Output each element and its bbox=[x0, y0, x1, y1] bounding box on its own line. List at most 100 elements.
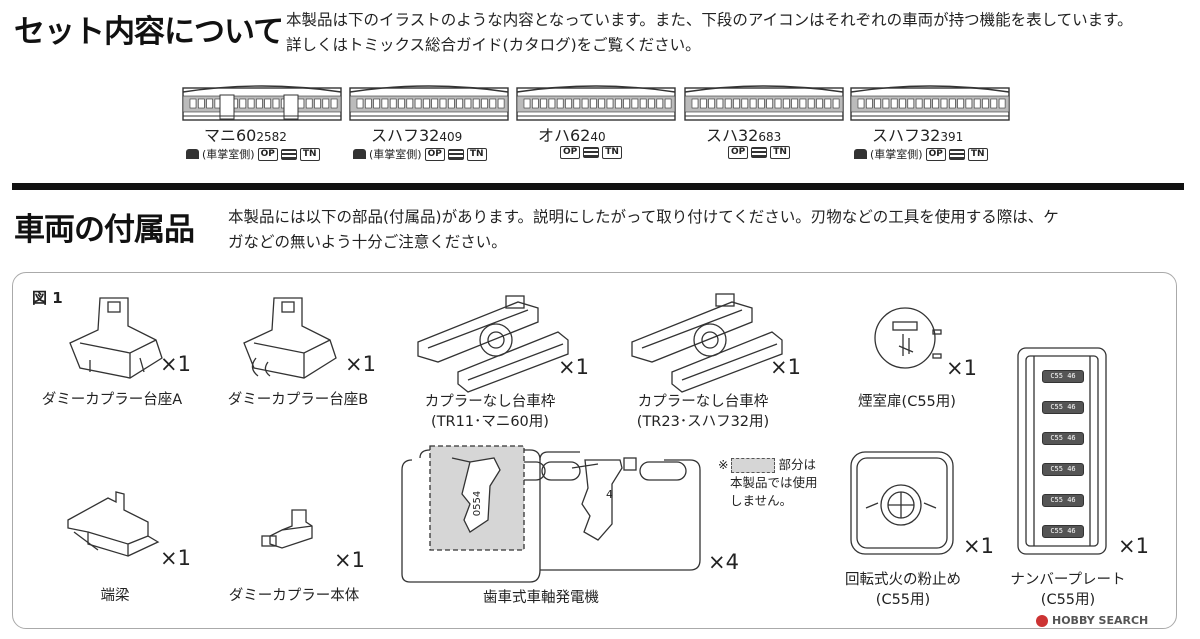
note-line3: しません。 bbox=[730, 493, 793, 508]
unused-note: ※ 部分は 本製品では使用 しません。 bbox=[718, 456, 818, 510]
number-plate: C55 46 bbox=[1042, 432, 1084, 445]
part-name-sub: (TR11･マニ60用) bbox=[431, 414, 549, 430]
car-label-3: オハ6240 bbox=[538, 122, 606, 146]
set-contents-description: 本製品は下のイラストのような内容となっています。また、下段のアイコンはそれぞれの… bbox=[286, 8, 1133, 58]
part-label-8: 歯車式車軸発電機 bbox=[441, 588, 641, 608]
car-name: マニ60 bbox=[204, 126, 257, 145]
smokebox-door-illustration bbox=[874, 307, 942, 369]
tn-icon: TN bbox=[299, 147, 320, 161]
parts-description: 本製品には以下の部品(付属品)があります。説明にしたがって取り付けてください。刃… bbox=[228, 205, 1188, 255]
cab-light-icon bbox=[353, 149, 366, 159]
watermark-logo-icon bbox=[1036, 614, 1048, 627]
dummy-coupler-body-illustration bbox=[261, 509, 313, 549]
watermark-text: HOBBY SEARCH bbox=[1052, 614, 1149, 627]
car-number: 2582 bbox=[256, 130, 287, 144]
part-quantity: ×1 bbox=[1118, 534, 1149, 558]
section-divider bbox=[12, 183, 1184, 190]
car-function-icons-2: (車掌室側)OP TN bbox=[353, 146, 487, 162]
op-icon: OP bbox=[257, 147, 278, 161]
cab-light-icon bbox=[186, 149, 199, 159]
part-quantity: ×4 bbox=[708, 550, 739, 574]
coupler-icon bbox=[751, 147, 768, 158]
car-name: オハ62 bbox=[538, 126, 591, 145]
generator-mark-2: 4 bbox=[606, 488, 613, 501]
part-label-4: カプラーなし台車枠 (TR23･スハフ32用) bbox=[603, 392, 803, 432]
bogie-frame-tr23-illustration bbox=[631, 293, 783, 393]
note-mark: ※ bbox=[718, 457, 729, 472]
car-illustration-5 bbox=[850, 85, 1010, 121]
note-line2: 本製品では使用 bbox=[730, 475, 818, 490]
part-name: ダミーカプラー台座A bbox=[41, 392, 183, 408]
car-illustration-2 bbox=[349, 85, 509, 121]
coupler-icon bbox=[948, 148, 965, 160]
part-name: 回転式火の粉止め bbox=[845, 572, 961, 588]
car-label-1: マニ602582 bbox=[204, 122, 287, 146]
number-plate: C55 46 bbox=[1042, 525, 1084, 538]
part-name: カプラーなし台車枠 bbox=[637, 394, 769, 410]
figure-box bbox=[12, 272, 1177, 629]
part-label-6: 端梁 bbox=[15, 586, 215, 606]
car-illustration-4 bbox=[684, 85, 844, 121]
car-name: スハ32 bbox=[706, 126, 759, 145]
tn-icon: TN bbox=[967, 147, 988, 161]
car-name: スハフ32 bbox=[872, 126, 941, 145]
cab-side-note: (車掌室側) bbox=[870, 148, 923, 161]
op-icon: OP bbox=[424, 147, 445, 161]
part-quantity: ×1 bbox=[770, 355, 801, 379]
car-function-icons-5: (車掌室側)OP TN bbox=[854, 146, 988, 162]
part-name: ダミーカプラー台座B bbox=[227, 392, 369, 408]
set-contents-title: セット内容について bbox=[14, 14, 284, 50]
set-desc-line2: 詳しくはトミックス総合ガイド(カタログ)をご覧ください。 bbox=[286, 36, 701, 54]
part-name-sub: (TR23･スハフ32用) bbox=[636, 414, 770, 430]
parts-desc-line2: ガなどの無いよう十分ご注意ください。 bbox=[228, 233, 507, 251]
figure-label: 図 1 bbox=[32, 289, 63, 307]
car-number: 683 bbox=[758, 130, 782, 144]
coupler-base-a-illustration bbox=[69, 297, 163, 379]
coupler-base-b-illustration bbox=[243, 297, 337, 379]
car-function-icons-1: (車掌室側)OP TN bbox=[186, 146, 320, 162]
car-illustration-1 bbox=[182, 85, 342, 121]
part-name: 端梁 bbox=[100, 588, 130, 604]
part-label-10: ナンバープレート(C55用) bbox=[968, 570, 1168, 610]
cab-side-note: (車掌室側) bbox=[202, 148, 255, 161]
spark-arrester-illustration bbox=[850, 451, 954, 555]
tn-icon: TN bbox=[602, 146, 622, 159]
tn-icon: TN bbox=[466, 147, 487, 161]
part-quantity: ×1 bbox=[946, 356, 977, 380]
part-name: カプラーなし台車枠 bbox=[424, 394, 556, 410]
cab-light-icon bbox=[854, 149, 867, 159]
part-name: 煙室扉(C55用) bbox=[858, 394, 956, 410]
part-label-2: ダミーカプラー台座B bbox=[198, 390, 398, 410]
number-plate: C55 46 bbox=[1042, 463, 1084, 476]
number-plate: C55 46 bbox=[1042, 370, 1084, 383]
coupler-icon bbox=[280, 148, 297, 160]
part-label-7: ダミーカプラー本体 bbox=[194, 586, 394, 606]
tn-icon: TN bbox=[770, 146, 790, 159]
cab-side-note: (車掌室側) bbox=[369, 148, 422, 161]
part-quantity: ×1 bbox=[160, 546, 191, 570]
number-plate: C55 46 bbox=[1042, 494, 1084, 507]
parts-title: 車両の付属品 bbox=[14, 212, 195, 248]
coupler-icon bbox=[447, 148, 464, 160]
end-beam-illustration bbox=[67, 491, 160, 557]
car-number: 409 bbox=[439, 130, 463, 144]
op-icon: OP bbox=[925, 147, 946, 161]
generator-mark: 0554 bbox=[472, 490, 484, 517]
car-number: 391 bbox=[940, 130, 964, 144]
note-line1: 部分は bbox=[778, 457, 816, 472]
part-name: ダミーカプラー本体 bbox=[228, 588, 360, 604]
part-quantity: ×1 bbox=[558, 355, 589, 379]
coupler-icon bbox=[583, 147, 600, 158]
part-name-sub: (C55用) bbox=[875, 592, 931, 608]
bogie-frame-tr11-illustration bbox=[417, 295, 569, 393]
car-name: スハフ32 bbox=[371, 126, 440, 145]
car-illustration-3 bbox=[516, 85, 676, 121]
part-name: 歯車式車軸発電機 bbox=[483, 590, 599, 606]
part-name-sub: (C55用) bbox=[1040, 592, 1096, 608]
number-plate-sprue-illustration bbox=[1017, 347, 1107, 555]
car-label-2: スハフ32409 bbox=[371, 122, 462, 146]
